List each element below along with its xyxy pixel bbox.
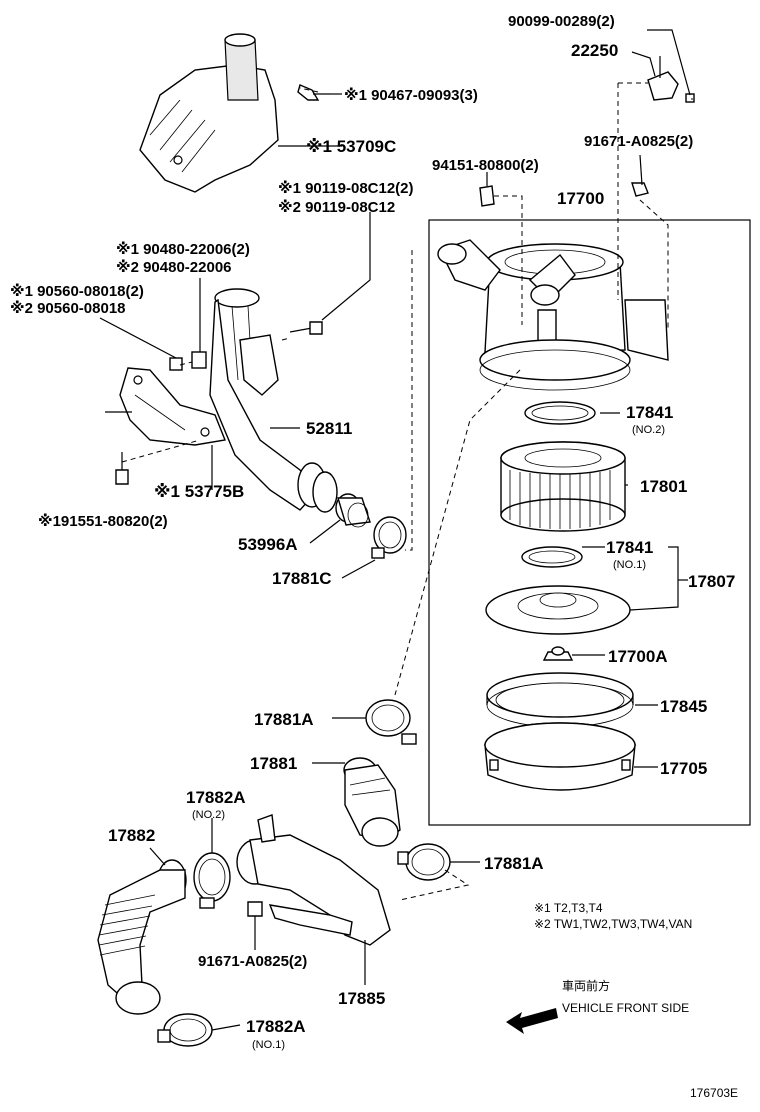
- label-17882: 17882: [108, 826, 155, 845]
- sensor-22250: [647, 56, 695, 103]
- front-direction-jp: 車両前方: [562, 978, 610, 993]
- clamp-17881c: [371, 516, 407, 559]
- label-17882a-bottom: 17882A: [246, 1017, 306, 1036]
- label-91551: ※191551-80820(2): [38, 512, 168, 530]
- label-90467: ※1 90467-09093(3): [344, 86, 478, 104]
- bolt-90467: [297, 84, 330, 101]
- figure-id: 176703E: [690, 1086, 738, 1100]
- clamp-17882a-no1: [157, 1013, 213, 1047]
- note-variant-2: ※2 TW1,TW2,TW3,TW4,VAN: [534, 917, 692, 931]
- label-17845: 17845: [660, 697, 707, 716]
- label-17841-no1-sub: (NO.1): [613, 559, 646, 571]
- label-53996a: 53996A: [238, 535, 298, 554]
- wing-nut-17700a: [542, 646, 574, 661]
- label-17881: 17881: [250, 754, 297, 773]
- hose-17882: [97, 859, 187, 1015]
- heat-insulator-part: [139, 33, 279, 193]
- clip-94151: [479, 185, 495, 207]
- label-17882a-top: 17882A: [186, 788, 246, 807]
- label-90560-a: ※1 90560-08018(2): [10, 282, 144, 300]
- label-17700: 17700: [557, 189, 604, 208]
- bolt-91671-top: [631, 182, 649, 197]
- label-53775b: ※1 53775B: [154, 482, 244, 501]
- label-53709c: ※1 53709C: [306, 137, 396, 156]
- label-90099: 90099-00289(2): [508, 13, 615, 30]
- filter-element-17801: [500, 441, 626, 532]
- arrow-left-icon: [506, 1008, 558, 1034]
- label-17885: 17885: [338, 989, 385, 1008]
- gasket-17841-no1: [521, 546, 583, 568]
- label-17705: 17705: [660, 759, 707, 778]
- label-52811: 52811: [306, 419, 352, 438]
- hose-17885: [236, 814, 391, 946]
- note-variant-1: ※1 T2,T3,T4: [534, 901, 603, 915]
- label-17841-no2: 17841: [626, 403, 673, 422]
- hose-17881: [343, 757, 401, 847]
- bolt-91551: [115, 452, 129, 485]
- label-17841-no2-sub: (NO.2): [632, 424, 665, 436]
- label-91671-top: 91671-A0825(2): [584, 133, 693, 150]
- sleeve-53996a: [335, 493, 371, 528]
- label-90480-b: ※2 90480-22006: [116, 258, 232, 276]
- label-90119-a: ※1 90119-08C12(2): [278, 179, 414, 197]
- label-17881a-bottom: 17881A: [484, 854, 544, 873]
- air-cleaner-assembly-frame: [428, 219, 751, 826]
- air-cleaner-case-top: [437, 239, 669, 391]
- clamp-17881a-top: [365, 699, 417, 745]
- label-90560-b: ※2 90560-08018: [10, 299, 126, 317]
- gasket-17841-no2: [524, 401, 596, 425]
- label-17841-no1: 17841: [606, 538, 653, 557]
- cover-plate-17807: [485, 585, 631, 635]
- clamp-17882a-no2: [193, 852, 231, 909]
- label-17882a-bottom-sub: (NO.1): [252, 1039, 285, 1051]
- label-17807: 17807: [688, 572, 735, 591]
- label-17881c: 17881C: [272, 569, 332, 588]
- intake-hose-52811: [209, 288, 338, 513]
- clamp-17881a-bottom: [397, 843, 451, 881]
- bolt-91671-bottom: [247, 901, 263, 917]
- bracket-53775b: [105, 367, 226, 446]
- label-90119-b: ※2 90119-08C12: [278, 198, 395, 216]
- label-17801: 17801: [640, 477, 687, 496]
- band-17845: [486, 672, 634, 728]
- label-90480-a: ※1 90480-22006(2): [116, 240, 250, 258]
- label-91671-bottom: 91671-A0825(2): [198, 953, 307, 970]
- label-94151: 94151-80800(2): [432, 157, 539, 174]
- label-22250: 22250: [571, 41, 618, 60]
- nut-90480: [191, 351, 207, 369]
- front-direction-en: VEHICLE FRONT SIDE: [562, 1001, 689, 1015]
- bowl-17705: [484, 722, 636, 791]
- label-17881a-top: 17881A: [254, 710, 314, 729]
- label-17700a: 17700A: [608, 647, 668, 666]
- bolt-90119: [289, 321, 323, 335]
- label-17882a-top-sub: (NO.2): [192, 809, 225, 821]
- collar-90560: [169, 357, 183, 371]
